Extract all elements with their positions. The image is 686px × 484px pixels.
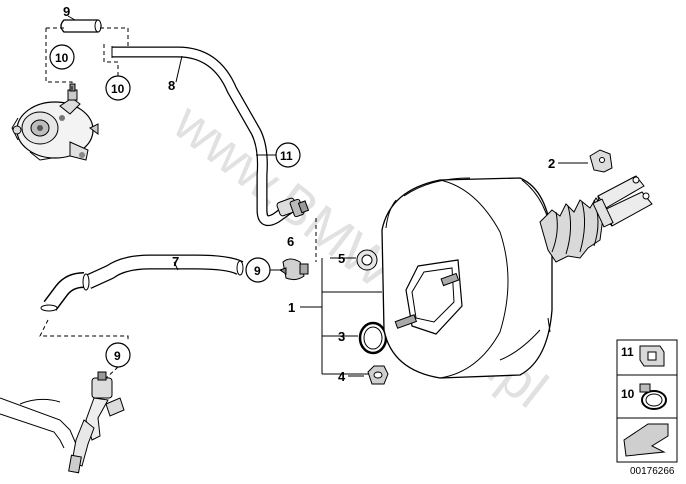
bracket-9-top: [45, 27, 129, 92]
bracket-10-b: [103, 44, 119, 76]
part-label-4: 4: [338, 369, 346, 384]
part-label-8: 8: [168, 78, 175, 93]
bracket-group-1: [300, 257, 378, 375]
ref-label-9-bottom: 9: [114, 349, 121, 363]
hose-8[interactable]: [111, 46, 294, 227]
legend-clip-icon: [639, 345, 665, 367]
legend-label-10: 10: [621, 387, 635, 401]
nut-4[interactable]: [367, 365, 389, 385]
ref-label-10-b: 10: [111, 82, 125, 96]
ref-label-9-mid: 9: [254, 264, 261, 278]
elbow-hose-9-mid[interactable]: [40, 272, 90, 312]
clevis-fork[interactable]: [592, 175, 653, 228]
intake-manifold[interactable]: [0, 371, 125, 474]
valve-6[interactable]: [278, 258, 309, 281]
part-label-3: 3: [338, 329, 345, 344]
diagram-number: 00176266: [630, 466, 675, 477]
ref-label-11: 11: [280, 149, 293, 163]
brake-booster[interactable]: [381, 177, 553, 379]
push-rod-boot[interactable]: [539, 197, 605, 263]
part-label-5: 5: [338, 251, 345, 266]
part-label-9-top: 9: [63, 4, 70, 19]
part-label-6: 6: [287, 234, 294, 249]
part-label-1: 1: [288, 300, 295, 315]
leader-9-top: [67, 15, 76, 21]
hose-7[interactable]: [84, 254, 244, 289]
vacuum-pump[interactable]: [11, 83, 99, 161]
legend-hose-clamp-icon: [639, 383, 667, 410]
clip-2[interactable]: [589, 149, 613, 173]
check-valve[interactable]: [276, 197, 310, 218]
dashed-grommet: [378, 271, 391, 293]
ref-label-10-a: 10: [55, 51, 69, 65]
legend-label-11: 11: [621, 345, 634, 359]
grommet-5[interactable]: [356, 249, 378, 271]
legend-arrow-icon: [623, 423, 669, 457]
ref-circle-10-a[interactable]: [49, 44, 75, 70]
part-label-7: 7: [172, 254, 179, 269]
part-label-2: 2: [548, 156, 555, 171]
leader-8: [175, 55, 183, 83]
leader-7: [173, 261, 179, 271]
bracket-9-mid: [39, 319, 129, 340]
